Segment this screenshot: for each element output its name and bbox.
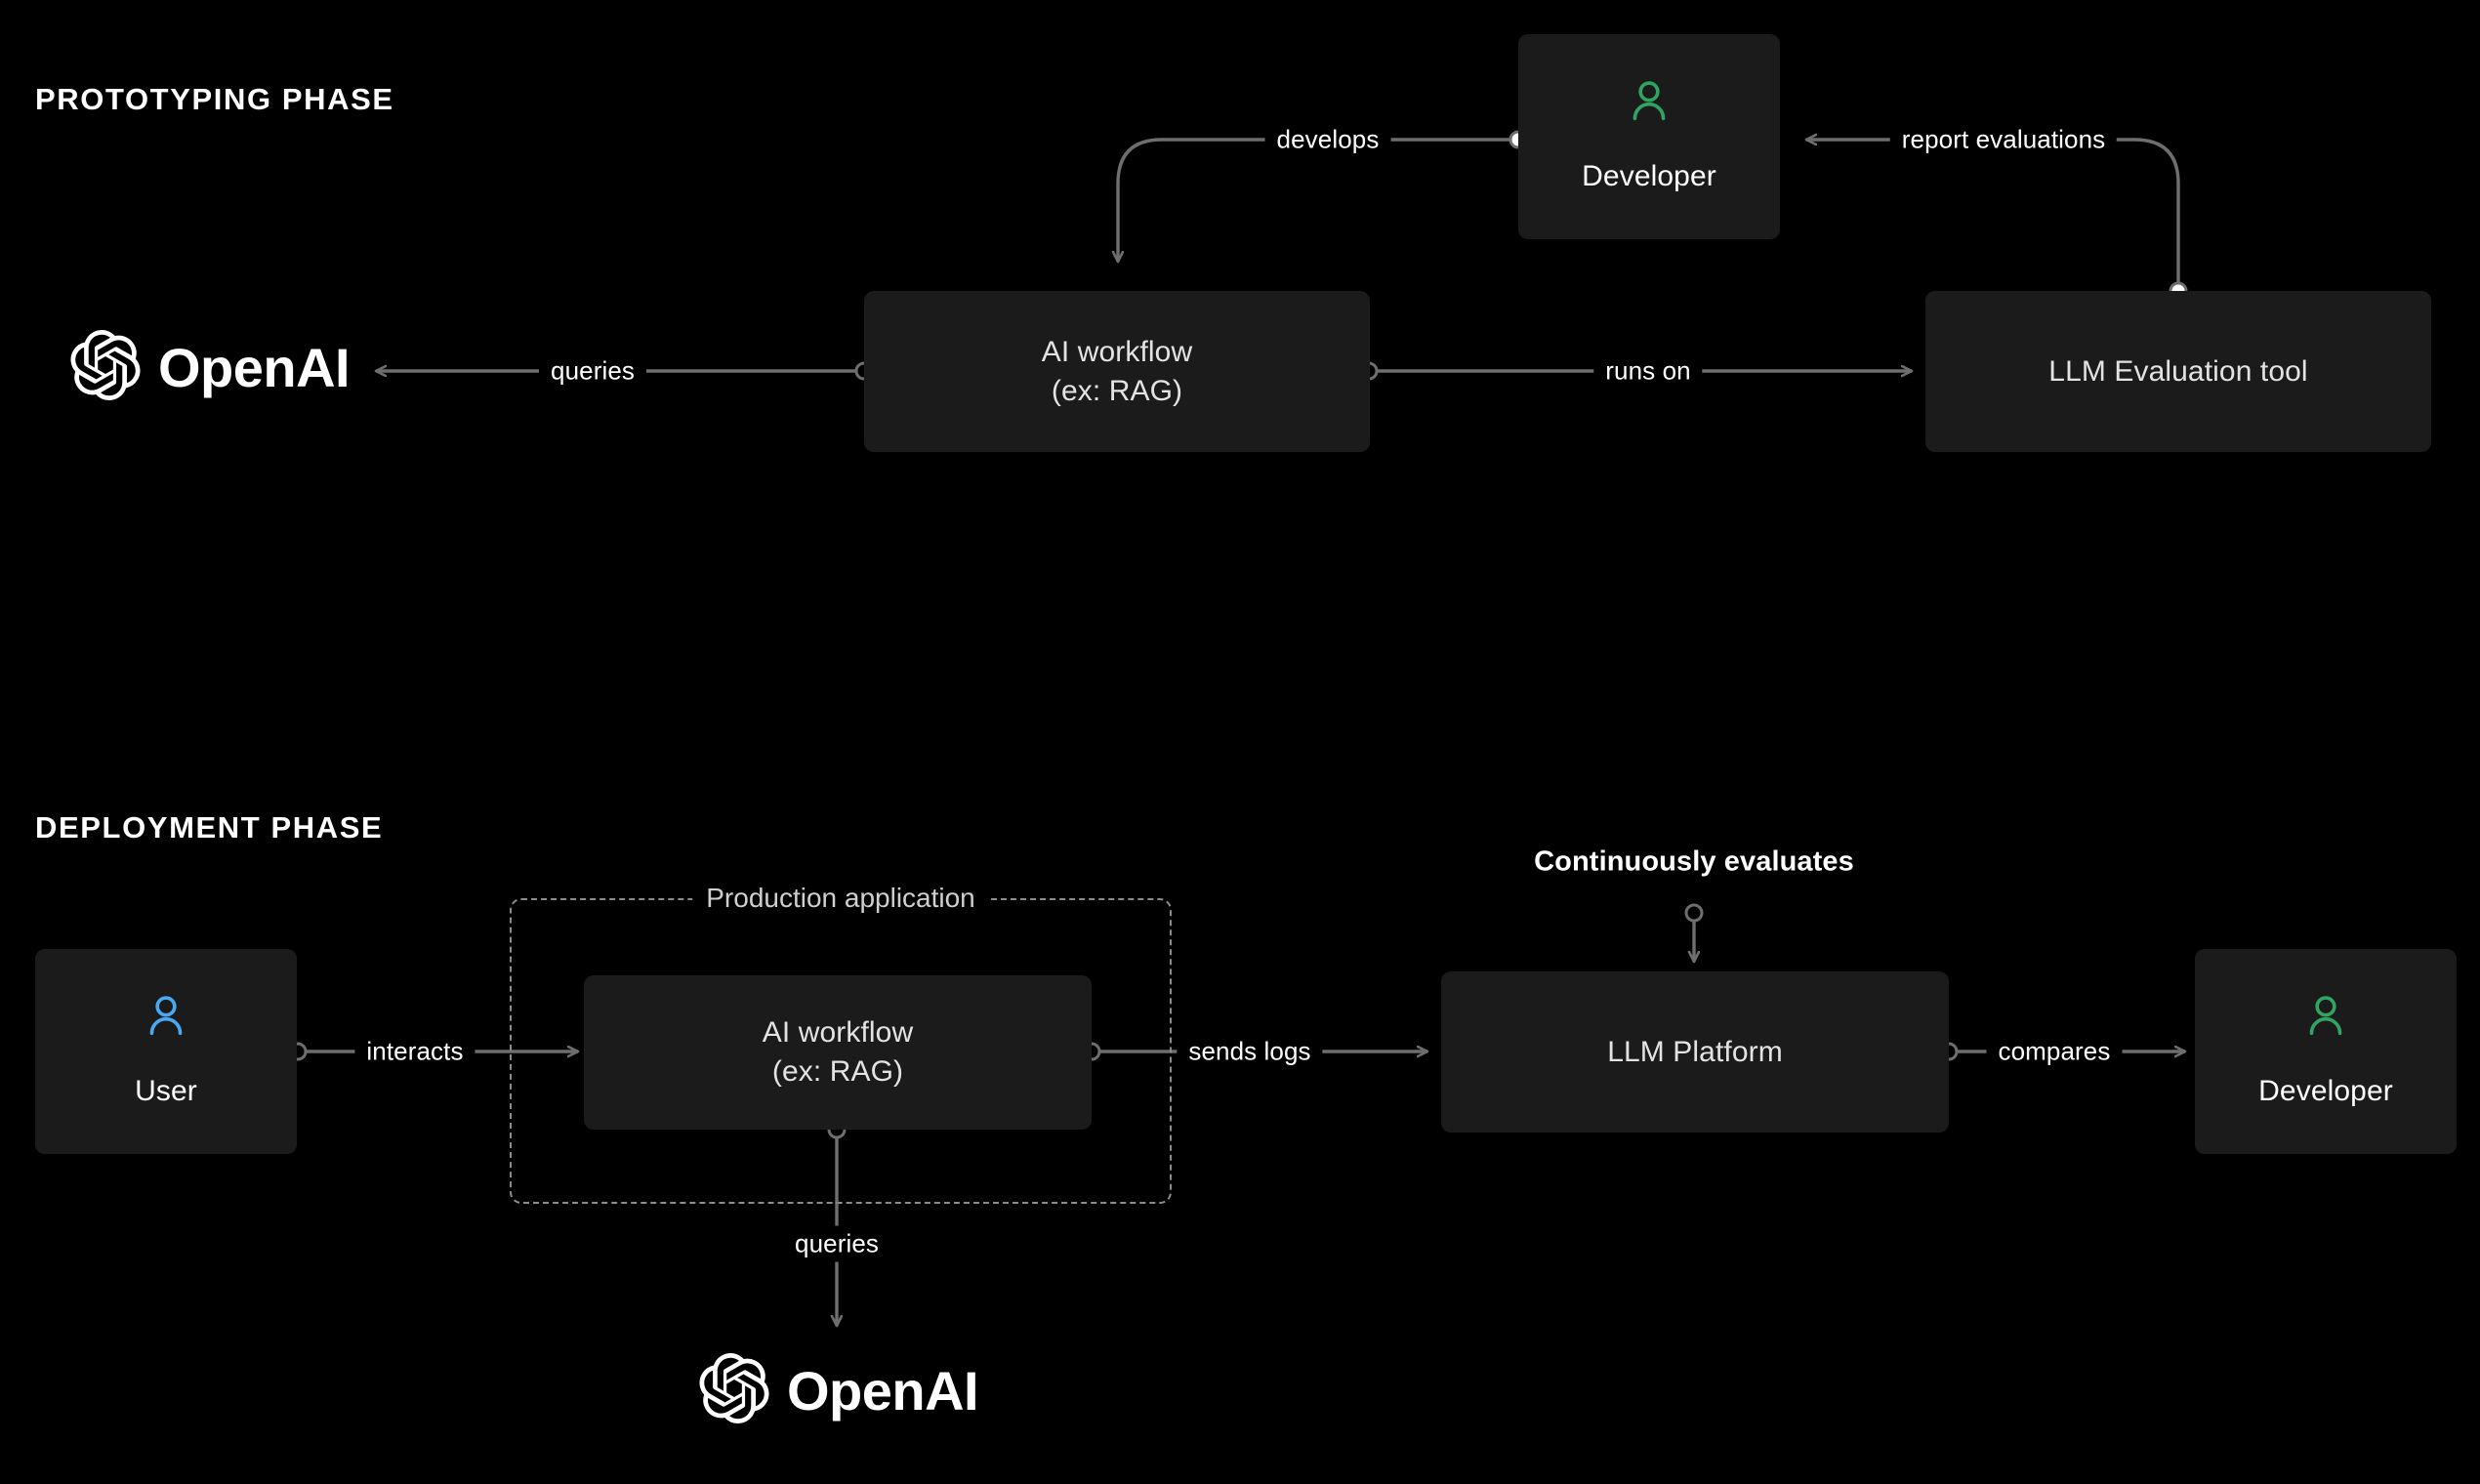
node-developer-prototyping-label: Developer	[1582, 159, 1716, 192]
edge-label-report-evaluations: report evaluations	[1889, 121, 2118, 158]
edge-label-compares: compares	[1986, 1033, 2123, 1070]
node-developer-deployment-label: Developer	[2258, 1074, 2393, 1107]
phase-title-deployment: DEPLOYMENT PHASE	[35, 810, 384, 845]
person-icon	[2303, 993, 2348, 1047]
edge-label-continuously-evaluates: Continuously evaluates	[1534, 845, 1854, 878]
node-developer-prototyping[interactable]: Developer	[1518, 34, 1780, 239]
node-developer-deployment[interactable]: Developer	[2195, 949, 2457, 1154]
edge-label-runs-on: runs on	[1593, 352, 1703, 390]
node-user[interactable]: User	[35, 949, 297, 1154]
group-production-application-label: Production application	[692, 883, 989, 914]
node-ai-workflow-deployment-label: AI workflow (ex: RAG)	[762, 1016, 914, 1088]
openai-wordmark: OpenAI	[158, 336, 351, 398]
person-icon	[144, 993, 188, 1047]
openai-mark-icon	[70, 330, 141, 405]
openai-mark-icon	[699, 1353, 769, 1428]
node-llm-platform-label: LLM Platform	[1607, 1035, 1783, 1068]
openai-logo-bottom: OpenAI	[699, 1353, 979, 1428]
edge-label-develops: develops	[1264, 121, 1391, 158]
openai-logo-top: OpenAI	[70, 330, 351, 405]
edge-label-queries-top: queries	[539, 352, 646, 390]
wire-continuously-evaluates	[1684, 903, 1704, 962]
node-llm-platform[interactable]: LLM Platform	[1441, 971, 1949, 1133]
phase-title-prototyping: PROTOTYPING PHASE	[35, 82, 394, 116]
node-ai-workflow-prototyping-label: AI workflow (ex: RAG)	[1041, 335, 1193, 407]
edge-label-interacts: interacts	[354, 1033, 475, 1070]
person-icon	[1627, 78, 1672, 132]
node-ai-workflow-prototyping[interactable]: AI workflow (ex: RAG)	[864, 291, 1370, 452]
edge-label-queries-bottom: queries	[783, 1225, 890, 1262]
node-user-label: User	[135, 1074, 197, 1107]
openai-wordmark: OpenAI	[787, 1359, 979, 1422]
wire-report-evaluations	[1806, 140, 2188, 301]
node-ai-workflow-deployment[interactable]: AI workflow (ex: RAG)	[584, 975, 1092, 1130]
node-llm-evaluation-tool[interactable]: LLM Evaluation tool	[1925, 291, 2431, 452]
node-llm-evaluation-tool-label: LLM Evaluation tool	[2048, 354, 2308, 388]
edge-label-sends-logs: sends logs	[1177, 1033, 1323, 1070]
